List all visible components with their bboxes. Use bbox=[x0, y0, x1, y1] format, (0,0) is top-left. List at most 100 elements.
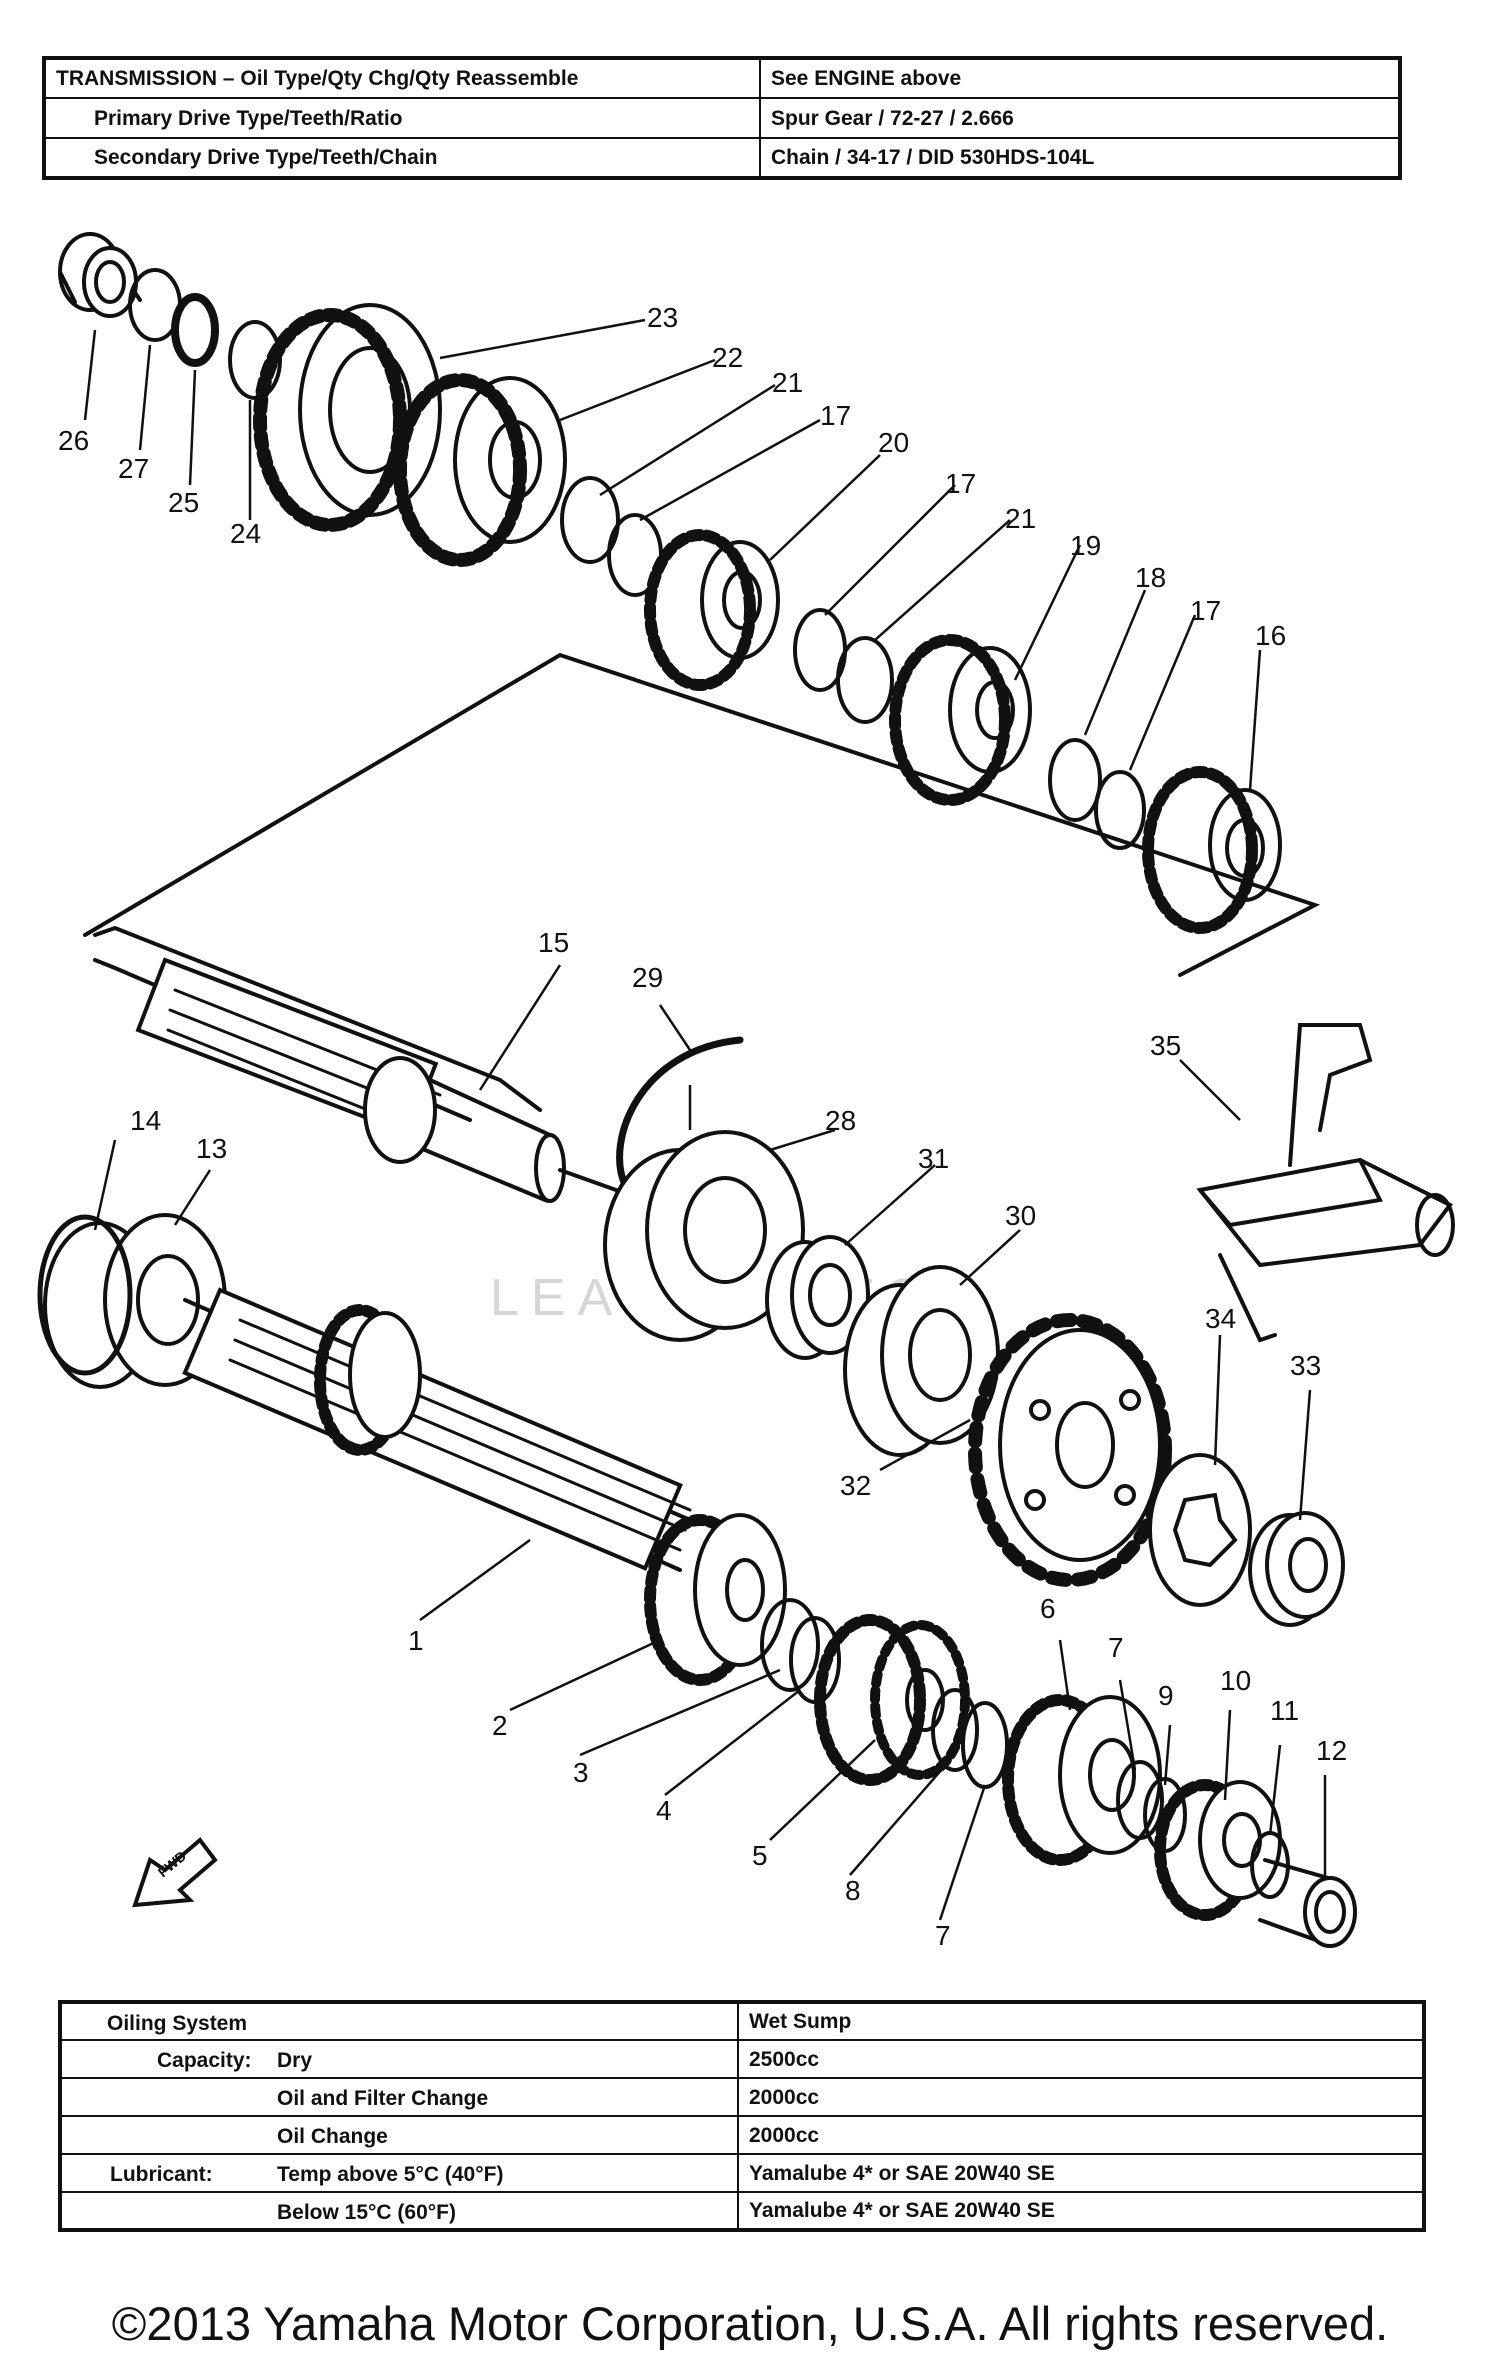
oil-spec-item: Oil Change bbox=[277, 2125, 388, 2148]
part-label-34: 34 bbox=[1205, 1303, 1236, 1334]
part-label-22: 22 bbox=[712, 342, 743, 373]
table-row: Below 15°C (60°F) Yamalube 4* or SAE 20W… bbox=[59, 2191, 1425, 2231]
table-row: Primary Drive Type/Teeth/Ratio Spur Gear… bbox=[43, 97, 1401, 139]
main-axle-15 bbox=[93, 925, 632, 1203]
circlip-7 bbox=[961, 1701, 1009, 1789]
oil-spec-value: Yamalube 4* or SAE 20W40 SE bbox=[737, 2191, 1425, 2231]
fwd-arrow-icon bbox=[132, 1837, 218, 1908]
drive-axle-1 bbox=[182, 1287, 692, 1572]
part-label-4: 4 bbox=[656, 1795, 672, 1826]
oil-spec-value: 2000cc bbox=[737, 2115, 1425, 2155]
table-row: Capacity: Dry 2500cc bbox=[59, 2039, 1425, 2079]
gear-2 bbox=[644, 1513, 787, 1686]
spec-value: Chain / 34-17 / DID 530HDS-104L bbox=[759, 137, 1401, 179]
part-label-23: 23 bbox=[647, 302, 678, 333]
part-label-20: 20 bbox=[878, 427, 909, 458]
part-label-35: 35 bbox=[1150, 1030, 1181, 1061]
part-label-11: 11 bbox=[1270, 1695, 1299, 1726]
part-label-25: 25 bbox=[168, 487, 199, 518]
needle-bearing-12 bbox=[1258, 1858, 1357, 1948]
oil-spec-item: Dry bbox=[277, 2049, 313, 2072]
oil-spec-label: Oil and Filter Change bbox=[59, 2077, 739, 2117]
part-label-16: 16 bbox=[1255, 620, 1286, 651]
part-label-1: 1 bbox=[408, 1625, 424, 1656]
table-row: Oil Change 2000cc bbox=[59, 2115, 1425, 2155]
transmission-spec-table: TRANSMISSION – Oil Type/Qty Chg/Qty Reas… bbox=[42, 56, 1402, 180]
oil-spec-label: Oil Change bbox=[59, 2115, 739, 2155]
gear-5 bbox=[814, 1614, 970, 1786]
part-label-30: 30 bbox=[1005, 1200, 1036, 1231]
part-label-14: 14 bbox=[130, 1105, 161, 1136]
circlip-4 bbox=[789, 1616, 841, 1704]
part-label-8: 8 bbox=[845, 1875, 861, 1906]
lock-washer-34 bbox=[1148, 1453, 1252, 1607]
oil-spec-label: Below 15°C (60°F) bbox=[59, 2191, 739, 2231]
spec-value: See ENGINE above bbox=[759, 57, 1401, 99]
gear-22 bbox=[393, 373, 567, 567]
spec-label: TRANSMISSION – Oil Type/Qty Chg/Qty Reas… bbox=[43, 57, 761, 99]
part-label-32: 32 bbox=[840, 1470, 871, 1501]
part-label-12: 12 bbox=[1316, 1735, 1347, 1766]
bearing-28 bbox=[603, 1130, 805, 1342]
part-label-3: 3 bbox=[573, 1757, 589, 1788]
part-label-27: 27 bbox=[118, 453, 149, 484]
part-label-31: 31 bbox=[918, 1143, 949, 1174]
circlip-17 bbox=[1094, 770, 1146, 850]
oil-spec-category: Capacity: bbox=[157, 2049, 252, 2072]
spec-label: Secondary Drive Type/Teeth/Chain bbox=[43, 137, 761, 179]
oil-spec-table: Oiling System Wet Sump Capacity: Dry 250… bbox=[58, 2000, 1426, 2232]
table-row: Secondary Drive Type/Teeth/Chain Chain /… bbox=[43, 137, 1401, 179]
oil-seal-30 bbox=[843, 1265, 1000, 1457]
part-label-21b: 21 bbox=[1005, 503, 1036, 534]
oil-spec-category: Oiling System bbox=[107, 2012, 248, 2035]
needle-bearing-26 bbox=[58, 232, 142, 318]
oil-spec-item: Temp above 5°C (40°F) bbox=[277, 2163, 504, 2186]
part-label-9: 9 bbox=[1158, 1680, 1174, 1711]
part-label-7: 7 bbox=[1108, 1632, 1124, 1663]
part-label-24: 24 bbox=[230, 518, 261, 549]
oil-spec-label: Capacity: Dry bbox=[59, 2039, 739, 2079]
washer-21 bbox=[836, 636, 894, 724]
oil-spec-value: 2500cc bbox=[737, 2039, 1425, 2079]
gear-16 bbox=[1142, 766, 1282, 934]
stopper-plate-35 bbox=[1196, 1023, 1455, 1343]
gear-19 bbox=[889, 634, 1032, 806]
part-label-13: 13 bbox=[196, 1133, 227, 1164]
nut-33 bbox=[1248, 1511, 1345, 1627]
spec-value: Spur Gear / 72-27 / 2.666 bbox=[759, 97, 1401, 139]
gear-20 bbox=[644, 529, 780, 691]
part-label-15: 15 bbox=[538, 927, 569, 958]
part-label-28: 28 bbox=[825, 1105, 856, 1136]
oil-spec-category: Lubricant: bbox=[110, 2163, 213, 2186]
oil-spec-value: 2000cc bbox=[737, 2077, 1425, 2117]
circlip-7 bbox=[1116, 1760, 1164, 1840]
oil-spec-label: Oiling System bbox=[59, 2001, 739, 2041]
transmission-exploded-diagram: LEATT MOTO bbox=[37, 232, 1455, 1951]
oil-spec-value: Wet Sump bbox=[737, 2001, 1425, 2041]
table-row: TRANSMISSION – Oil Type/Qty Chg/Qty Reas… bbox=[43, 57, 1401, 99]
part-label-17c: 17 bbox=[1190, 595, 1221, 626]
oil-spec-value: Yamalube 4* or SAE 20W40 SE bbox=[737, 2153, 1425, 2193]
washer-8 bbox=[931, 1688, 979, 1772]
part-label-33: 33 bbox=[1290, 1350, 1321, 1381]
tray-outline bbox=[83, 652, 1321, 977]
circlip-29 bbox=[616, 1036, 744, 1189]
collar-31 bbox=[765, 1235, 870, 1360]
table-row: Oil and Filter Change 2000cc bbox=[59, 2077, 1425, 2117]
washer-18 bbox=[1048, 738, 1102, 822]
part-label-17a: 17 bbox=[820, 400, 851, 431]
part-label-6: 6 bbox=[1040, 1593, 1056, 1624]
part-label-29: 29 bbox=[632, 962, 663, 993]
table-row: Lubricant: Temp above 5°C (40°F) Yamalub… bbox=[59, 2153, 1425, 2193]
washer-3 bbox=[760, 1598, 820, 1692]
circlip-25 bbox=[171, 293, 219, 367]
part-label-18: 18 bbox=[1135, 562, 1166, 593]
oil-spec-item: Below 15°C (60°F) bbox=[277, 2201, 457, 2224]
part-label-26: 26 bbox=[58, 425, 89, 456]
gear-6 bbox=[1002, 1694, 1162, 1866]
gear-23 bbox=[253, 303, 442, 532]
circlip-14 bbox=[37, 1214, 133, 1376]
part-label-2: 2 bbox=[492, 1710, 508, 1741]
washer-21 bbox=[560, 476, 620, 564]
spec-label: Primary Drive Type/Teeth/Ratio bbox=[43, 97, 761, 139]
